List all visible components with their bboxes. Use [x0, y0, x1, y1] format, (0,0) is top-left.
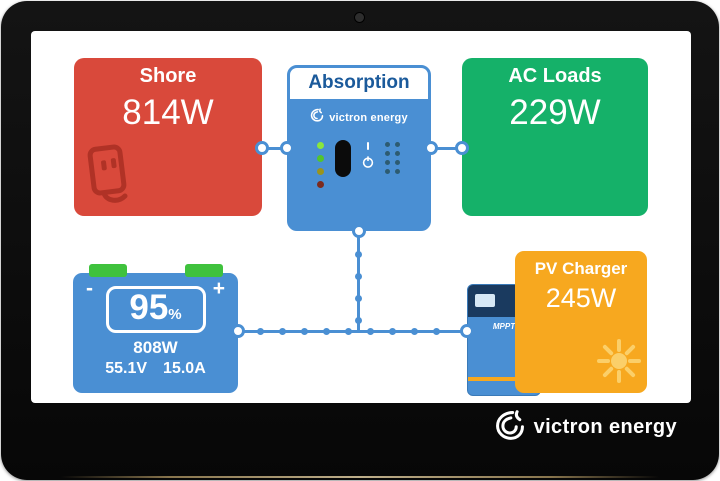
- status-leds: [317, 140, 324, 188]
- shore-outlet-icon: [82, 141, 138, 212]
- led-green: [317, 155, 324, 162]
- connector-ring: [424, 141, 438, 155]
- inverter-brand-label: victron energy: [329, 111, 408, 124]
- battery-cap-left: [89, 264, 127, 277]
- power-icon: [362, 155, 374, 173]
- brand-logo-icon: [494, 409, 526, 446]
- connector-ring: [460, 324, 474, 338]
- connector-dot: [389, 328, 396, 335]
- connector-dot: [323, 328, 330, 335]
- led-green-bright: [317, 142, 324, 149]
- pv-charger-tile[interactable]: PV Charger 245W: [515, 251, 647, 393]
- pv-charger-title: PV Charger: [534, 259, 628, 278]
- led-yellow-dim: [317, 168, 324, 175]
- battery-terminal-plus: +: [212, 277, 225, 300]
- connector-ring: [255, 141, 269, 155]
- connector-line: [262, 147, 287, 150]
- connector-dot: [355, 317, 362, 324]
- connector-dot: [301, 328, 308, 335]
- connector-ring: [231, 324, 245, 338]
- inverter-rocker-switch: [335, 140, 351, 177]
- bezel-brand: victron energy: [494, 409, 677, 446]
- ac-loads-title: AC Loads: [508, 65, 602, 87]
- shore-power-value: 814W: [122, 93, 214, 132]
- on-mark-icon: [367, 142, 369, 150]
- battery-current-value: 15.0A: [163, 359, 206, 377]
- system-state-title: Absorption: [290, 68, 428, 99]
- battery-cap-right: [185, 264, 223, 277]
- mppt-label: MPPT: [492, 322, 516, 331]
- battery-tile[interactable]: - + 95% 808W 55.1V 15.0A: [73, 264, 238, 393]
- mppt-accent-stripe: [468, 377, 540, 381]
- overview-screen: Shore 814W: [31, 31, 691, 403]
- connector-dot: [279, 328, 286, 335]
- connector-dot: [355, 295, 362, 302]
- battery-soc-value: 95: [129, 288, 169, 327]
- connector-line: [357, 231, 360, 331]
- connector-dot: [355, 273, 362, 280]
- battery-terminal-minus: -: [86, 277, 93, 300]
- led-red-dim: [317, 181, 324, 188]
- camera-dot: [354, 12, 365, 23]
- inverter-front-panel: [290, 140, 428, 188]
- mppt-display: [475, 294, 495, 307]
- connector-dot: [355, 251, 362, 258]
- inverter-tile[interactable]: Absorption victron energy: [287, 65, 431, 231]
- ac-loads-tile[interactable]: AC Loads 229W: [462, 58, 648, 216]
- battery-power-value: 808W: [133, 337, 178, 357]
- terminal-dot-grid: [385, 140, 401, 178]
- shore-title: Shore: [139, 65, 197, 87]
- battery-soc-box: 95%: [105, 286, 206, 333]
- connector-ring: [352, 224, 366, 238]
- connector-line: [431, 147, 462, 150]
- connector-line: [238, 330, 467, 333]
- connector-dot: [367, 328, 374, 335]
- connector-dot: [433, 328, 440, 335]
- brand-wordmark: victron energy: [533, 416, 677, 438]
- connector-dot: [257, 328, 264, 335]
- ac-loads-power-value: 229W: [509, 93, 601, 132]
- connector-ring: [280, 141, 294, 155]
- connector-ring: [455, 141, 469, 155]
- battery-voltage-value: 55.1V: [105, 359, 148, 377]
- sun-icon: [596, 338, 642, 389]
- connector-dot: [411, 328, 418, 335]
- battery-soc-unit: %: [168, 306, 182, 323]
- connector-dot: [345, 328, 352, 335]
- pv-charger-power-value: 245W: [545, 283, 617, 313]
- victron-logo-icon: [310, 108, 324, 127]
- shore-tile[interactable]: Shore 814W: [74, 58, 262, 216]
